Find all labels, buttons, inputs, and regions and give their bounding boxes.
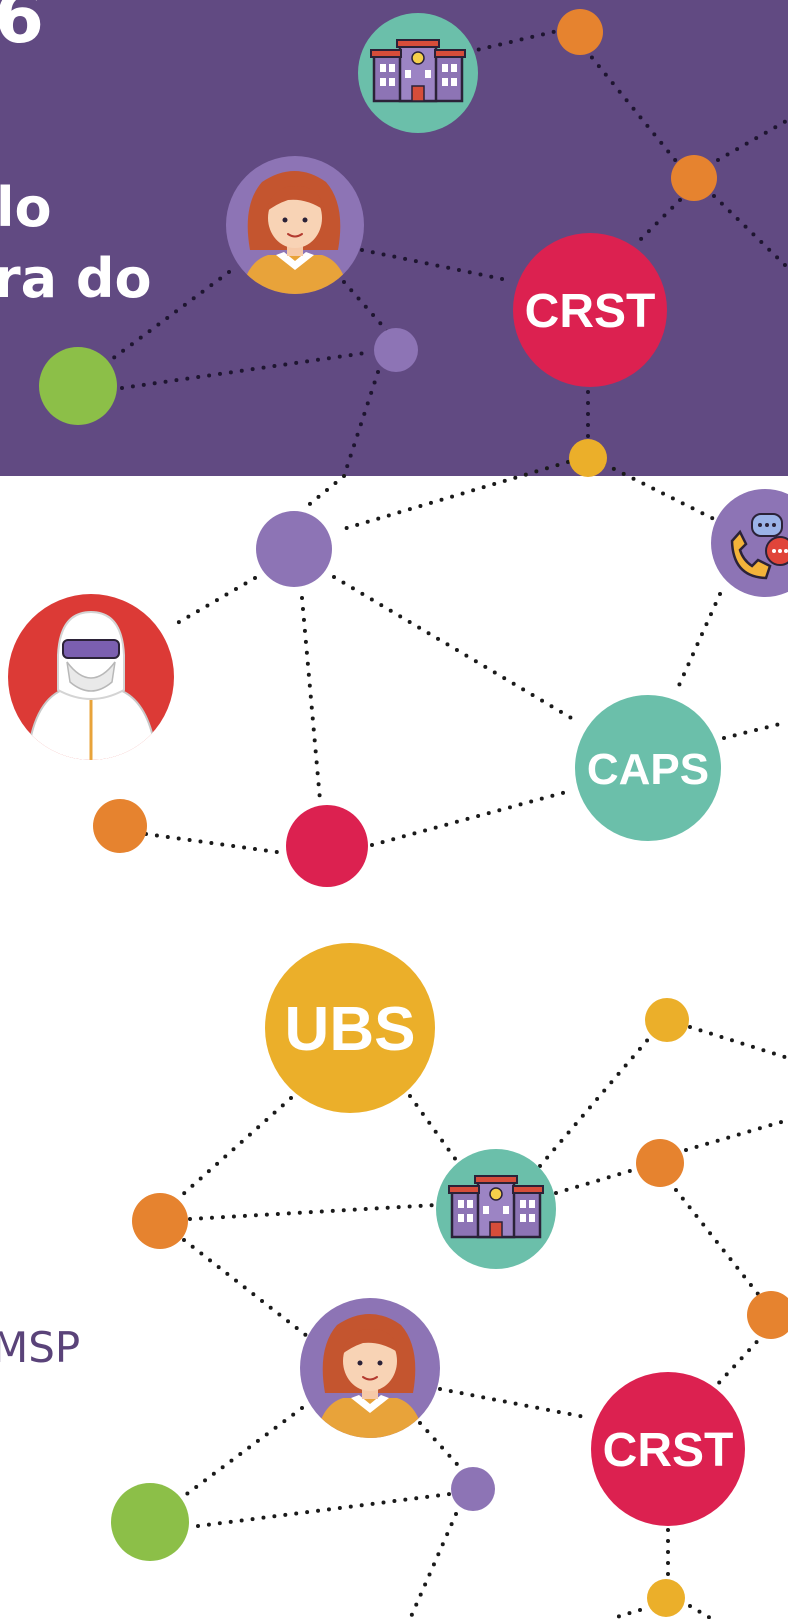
edge xyxy=(583,47,682,168)
edge xyxy=(674,1188,760,1296)
edge xyxy=(106,270,231,364)
crst-top-label: CRST xyxy=(525,285,656,338)
orange-dot xyxy=(93,799,147,853)
green-dot xyxy=(111,1483,189,1561)
caps-label: CAPS xyxy=(587,745,709,794)
protective-suit-worker-node xyxy=(8,594,174,760)
phone-chat-node xyxy=(711,489,788,597)
banner-subtitle-fragment-1: lo xyxy=(0,176,52,239)
edge xyxy=(179,1096,293,1198)
side-text-fragment: MSP xyxy=(0,1323,80,1372)
edge xyxy=(342,370,380,478)
edge xyxy=(370,790,568,847)
edge xyxy=(722,720,788,740)
lavender-dot xyxy=(374,328,418,372)
orange-dot xyxy=(747,1291,788,1339)
edge xyxy=(554,1166,642,1195)
edge xyxy=(166,1406,304,1510)
green-dot xyxy=(39,347,117,425)
edge xyxy=(688,1025,788,1060)
banner-subtitle-fragment-2: ra do xyxy=(0,247,152,310)
orange-dot xyxy=(671,155,717,201)
banner-title-fragment: 6 xyxy=(0,0,44,59)
edge xyxy=(303,474,346,510)
crst-bottom-label: CRST xyxy=(603,1424,734,1477)
edge xyxy=(188,1203,438,1221)
edge xyxy=(144,832,286,855)
caps-node: CAPS xyxy=(575,695,721,841)
lavender-dot xyxy=(451,1467,495,1511)
edge xyxy=(608,1608,642,1619)
red-dot xyxy=(286,805,368,887)
ubs-label: UBS xyxy=(285,995,416,1064)
phone-chat-icon xyxy=(730,513,788,580)
yellow-dot xyxy=(645,998,689,1042)
edge xyxy=(638,198,682,242)
hospital-node xyxy=(436,1149,556,1269)
woman-worker-avatar xyxy=(300,1298,440,1438)
orange-dot xyxy=(132,1193,188,1249)
edge xyxy=(712,194,788,270)
edge xyxy=(538,1035,652,1168)
orange-dot xyxy=(557,9,603,55)
edge xyxy=(338,460,570,532)
connection-lines xyxy=(106,27,788,1619)
lavender-dot xyxy=(256,511,332,587)
edge xyxy=(602,462,718,522)
edge xyxy=(418,1421,466,1474)
crst-node-bottom: CRST xyxy=(591,1372,745,1526)
edge xyxy=(342,280,390,334)
edge xyxy=(120,350,374,390)
edge xyxy=(182,1238,314,1342)
edge xyxy=(408,1094,458,1162)
edge xyxy=(300,596,322,802)
ubs-node: UBS xyxy=(265,943,435,1113)
hospital-icon xyxy=(448,1175,544,1239)
edge xyxy=(674,592,722,694)
orange-dot xyxy=(636,1139,684,1187)
hospital-node xyxy=(358,13,478,133)
edge xyxy=(438,1387,592,1420)
edge xyxy=(196,1492,452,1528)
edge xyxy=(360,248,514,283)
edge xyxy=(716,118,788,162)
edge xyxy=(408,1512,458,1619)
yellow-dot xyxy=(647,1579,685,1617)
edge xyxy=(684,1118,788,1152)
hospital-icon xyxy=(370,39,466,103)
edge xyxy=(172,576,257,627)
yellow-dot xyxy=(569,439,607,477)
edge xyxy=(688,1604,714,1619)
edge xyxy=(714,1332,766,1388)
edge xyxy=(332,575,580,724)
crst-node-top: CRST xyxy=(513,233,667,387)
woman-worker-avatar-icon xyxy=(315,1314,425,1438)
